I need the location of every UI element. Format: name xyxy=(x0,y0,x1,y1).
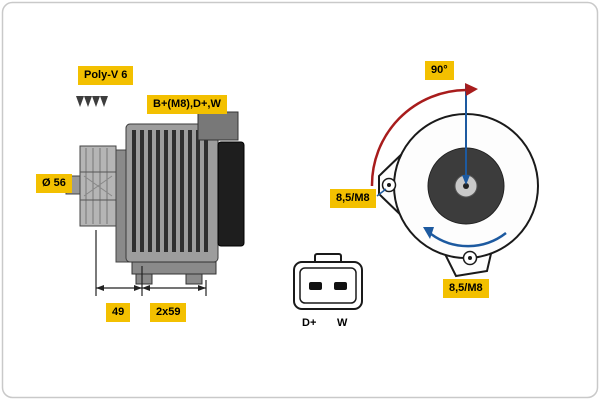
dim-2x59-label: 2x59 xyxy=(150,303,187,322)
rotation-direction-arrow xyxy=(423,227,507,248)
mounting-foot xyxy=(131,261,217,285)
rotation-90-arrow xyxy=(370,83,478,187)
pulley xyxy=(79,145,117,227)
mount-hole-bottom xyxy=(462,250,478,266)
leader-line-left-mount xyxy=(376,188,387,197)
pulley-diameter-label: Ø 56 xyxy=(36,174,72,193)
mount-hole-left xyxy=(381,177,397,193)
center-axis-line xyxy=(462,84,470,185)
rotation-angle-label: 90° xyxy=(425,61,454,80)
connector-inner-wall xyxy=(299,267,357,304)
connector-plug xyxy=(293,253,363,310)
dimension-arrowheads xyxy=(96,285,206,291)
dim-49-label: 49 xyxy=(106,303,131,322)
connector-pin-w xyxy=(334,282,347,290)
terminal-block xyxy=(197,111,239,141)
connector-w-label: W xyxy=(337,317,348,329)
connector-dplus-label: D+ xyxy=(302,317,317,329)
side-view xyxy=(65,96,245,296)
belt-profile-icon xyxy=(76,96,108,107)
dimension-lines xyxy=(95,230,207,296)
mount-hole-bottom-label: 8,5/M8 xyxy=(443,279,489,298)
rear-view xyxy=(370,83,539,278)
cooling-ribs xyxy=(132,130,208,252)
terminals-label: B+(M8),D+,W xyxy=(147,95,227,114)
connector-pin-dplus xyxy=(309,282,322,290)
belt-type-label: Poly-V 6 xyxy=(78,66,134,85)
alternator-body xyxy=(115,111,245,285)
rear-end-cover xyxy=(217,141,245,247)
shaft-center-dot xyxy=(463,183,469,189)
connector-housing xyxy=(293,261,363,310)
mount-hole-left-label: 8,5/M8 xyxy=(330,189,376,208)
